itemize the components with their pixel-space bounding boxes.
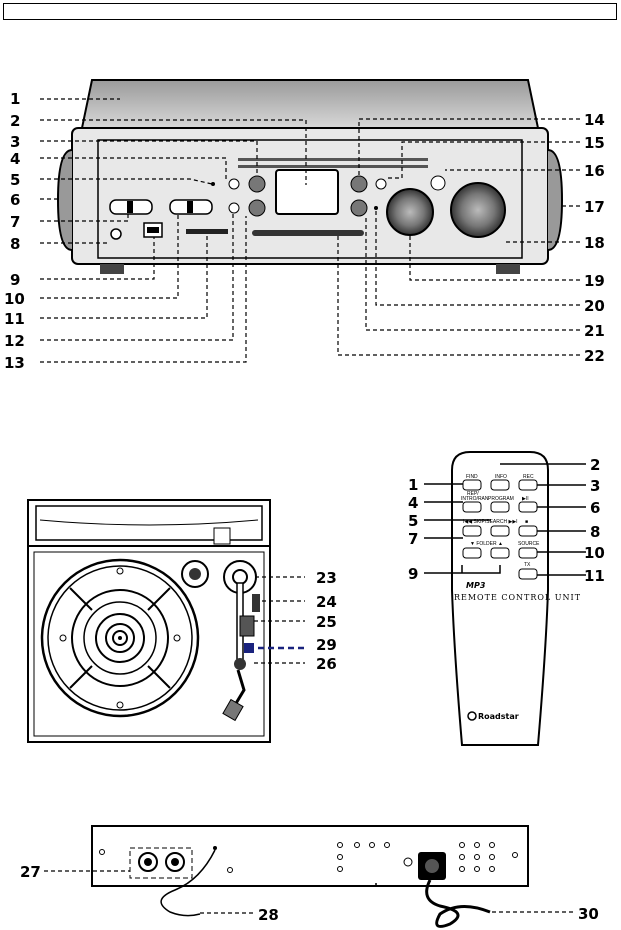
- front-callout: 22: [584, 347, 605, 365]
- remote-find-label: FIND: [466, 474, 478, 480]
- top-callout: 23: [316, 569, 337, 587]
- front-callout: 13: [4, 354, 25, 372]
- remote-leaders: [424, 463, 586, 576]
- rear-callout: 28: [258, 906, 279, 924]
- front-callout: 1: [10, 90, 20, 108]
- top-callout: 26: [316, 655, 337, 673]
- rear-callout: 27: [20, 863, 41, 881]
- front-callout: 19: [584, 272, 605, 290]
- remote-callouts: 1 4 5 7 9 2 3 6 8 10 11: [408, 456, 605, 585]
- rear-callout: 30: [578, 905, 599, 923]
- front-callout: 15: [584, 134, 605, 152]
- front-callout: 2: [10, 112, 20, 130]
- front-callout: 17: [584, 198, 605, 216]
- remote-callout: 11: [584, 567, 605, 585]
- remote-folder-label: ▼ FOLDER ▲: [470, 541, 503, 547]
- top-callout: 24: [316, 593, 337, 611]
- remote-program-label: PROGRAM: [488, 496, 514, 502]
- remote-control-drawing: [451, 451, 549, 746]
- remote-callout: 6: [590, 499, 600, 517]
- front-callouts-right: 14 15 16 17 18 19 20 21 22: [584, 111, 605, 365]
- front-callout: 16: [584, 162, 605, 180]
- remote-mp3-logo: MP3: [466, 581, 486, 590]
- rear-panel-drawing: [91, 825, 529, 928]
- remote-callout: 10: [584, 544, 605, 562]
- top-callout: 25: [316, 613, 337, 631]
- front-panel-drawing: [56, 79, 564, 274]
- rear-leaders: [44, 870, 575, 914]
- remote-callout: 5: [408, 512, 418, 530]
- top-view-leaders: [254, 576, 305, 664]
- header-box: [3, 3, 617, 20]
- remote-callout: 7: [408, 530, 418, 548]
- front-callout: 4: [10, 150, 20, 168]
- front-callout: 12: [4, 332, 25, 350]
- remote-rec-label: REC: [523, 474, 534, 480]
- remote-skip-search-label: I◀◀ SKIP/SEARCH ▶▶I: [463, 519, 518, 525]
- front-callouts-left: 1 2 3 4 5 6 7 8 9 10 11 12 13: [4, 90, 25, 372]
- front-callout: 18: [584, 234, 605, 252]
- remote-callout: 1: [408, 476, 418, 494]
- remote-play-pause-label: ▶II: [522, 496, 529, 502]
- front-callout: 8: [10, 235, 20, 253]
- front-callout: 14: [584, 111, 605, 129]
- front-leader-lines: [40, 98, 580, 363]
- remote-callout: 2: [590, 456, 600, 474]
- front-callout: 9: [10, 271, 20, 289]
- remote-callout: 4: [408, 494, 418, 512]
- remote-callout: 9: [408, 565, 418, 583]
- front-callout: 7: [10, 213, 20, 231]
- marker-29: [244, 643, 254, 653]
- remote-unit-label: REMOTE CONTROL UNIT: [454, 593, 581, 602]
- remote-button-labels: FIND INFO REC REP/ INTRO/RAN PROGRAM ▶II…: [454, 474, 581, 721]
- rear-callouts: 27 28 30: [20, 863, 599, 924]
- remote-stop-label: ■: [525, 519, 528, 525]
- remote-brand: Roadstar: [478, 712, 519, 721]
- remote-callout: 8: [590, 523, 600, 541]
- top-callout: 29: [316, 636, 337, 654]
- front-callout: 5: [10, 171, 20, 189]
- front-callout: 10: [4, 290, 25, 308]
- remote-callout: 3: [590, 477, 600, 495]
- front-callout: 21: [584, 322, 605, 340]
- front-callout: 6: [10, 191, 20, 209]
- top-view-drawing: [27, 499, 271, 743]
- front-callout: 20: [584, 297, 605, 315]
- remote-info-label: INFO: [495, 474, 507, 480]
- front-callout: 11: [4, 310, 25, 328]
- top-view-callouts: 23 24 25 29 26: [316, 569, 337, 673]
- remote-intro-label: INTRO/RAN: [461, 496, 489, 502]
- remote-source-label: SOURCE: [518, 541, 540, 547]
- remote-rep-label: REP/: [467, 491, 479, 497]
- remote-tx-label: TX: [524, 562, 531, 568]
- front-callout: 3: [10, 133, 20, 151]
